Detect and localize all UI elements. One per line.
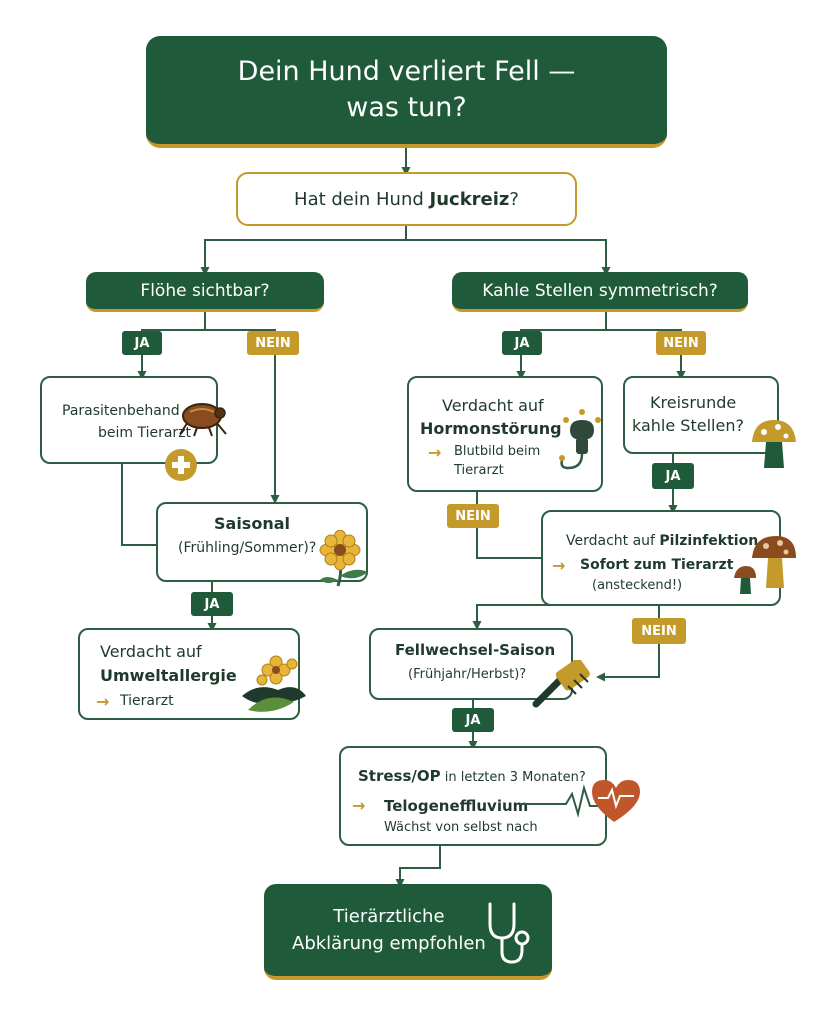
- mushroom-cluster-icon: [734, 536, 796, 594]
- hormone-action-line2: Tierarzt: [454, 463, 504, 478]
- fungal-title: Verdacht auf Pilzinfektion: [566, 533, 758, 550]
- final-line2: Abklärung empfohlen: [292, 933, 486, 954]
- start-question-box: Hat dein Hund Juckreiz ?: [236, 172, 577, 226]
- fleas-question: Flöhe sichtbar?: [86, 272, 324, 312]
- stethoscope-icon: [488, 902, 530, 964]
- shedding-title: Fellwechsel-Saison: [395, 641, 556, 659]
- fungal-note: (ansteckend!): [592, 578, 683, 593]
- hormone-action-arrow: →: [428, 443, 442, 462]
- circular-line2: kahle Stellen?: [632, 416, 744, 435]
- shedding-season-box: [369, 628, 573, 700]
- stress-note: Wächst von selbst nach: [384, 820, 538, 835]
- fungal-action: Sofort zum Tierarzt: [580, 557, 734, 573]
- hormone-line1: Verdacht auf: [442, 396, 544, 415]
- fungal-keyword: Pilzinfektion: [659, 533, 759, 549]
- yes-tag-circular: JA: [652, 463, 694, 489]
- title-line2: was tun?: [346, 92, 467, 123]
- symmetric-patches-question: Kahle Stellen symmetrisch?: [452, 272, 748, 312]
- allergy-flower-icon: [242, 655, 306, 712]
- stress-diagnosis: Telogeneffluvium: [384, 797, 529, 815]
- title-banner: Dein Hund verliert Fell — was tun?: [146, 36, 667, 148]
- start-question-suffix: ?: [509, 188, 519, 210]
- seasonal-subtitle: (Frühling/Sommer)?: [178, 540, 317, 556]
- stress-diagnosis-arrow: →: [352, 796, 366, 815]
- mushroom-icon: [752, 420, 796, 468]
- no-tag-hormone: NEIN: [447, 504, 499, 528]
- flower-icon: [319, 530, 368, 587]
- hormone-box: [407, 376, 603, 492]
- final-line1: Tierärztliche: [333, 906, 445, 927]
- title-line1: Dein Hund verliert Fell —: [237, 55, 576, 87]
- thyroid-icon: [559, 409, 601, 470]
- seasonal-title: Saisonal: [214, 514, 290, 533]
- stress-keyword: Stress/OP: [358, 767, 441, 785]
- fungal-prefix: Verdacht auf: [566, 533, 660, 549]
- yes-tag-seasonal: JA: [191, 592, 233, 616]
- start-question-keyword: Juckreiz: [429, 188, 510, 210]
- yes-tag-shedding: JA: [452, 708, 494, 732]
- no-tag-fleas: NEIN: [247, 331, 299, 355]
- no-tag-fungal: NEIN: [632, 618, 686, 644]
- flea-icon: [179, 403, 227, 437]
- fungal-action-arrow: →: [552, 556, 566, 575]
- circular-line1: Kreisrunde: [650, 393, 737, 412]
- allergy-line2: Umweltallergie: [100, 666, 237, 685]
- allergy-action-arrow: →: [96, 692, 110, 711]
- final-recommendation-box: Tierärztliche Abklärung empfohlen: [264, 884, 552, 980]
- hormone-action-line1: Blutbild beim: [454, 444, 541, 459]
- shedding-subtitle: (Frühjahr/Herbst)?: [408, 667, 527, 682]
- first-aid-icon: [165, 449, 197, 481]
- no-tag-symmetric: NEIN: [656, 331, 706, 355]
- parasite-line2: beim Tierarzt: [98, 425, 192, 441]
- parasite-line1: Parasitenbehand: [62, 403, 180, 419]
- hormone-line2: Hormonstörung: [420, 419, 562, 438]
- allergy-action: Tierarzt: [120, 693, 174, 709]
- allergy-line1: Verdacht auf: [100, 642, 202, 661]
- heart-pulse-icon: [520, 780, 640, 822]
- stress-rest: in letzten 3 Monaten?: [440, 770, 586, 785]
- stress-question: Stress/OP in letzten 3 Monaten?: [358, 766, 586, 786]
- brush-icon: [532, 660, 590, 708]
- yes-tag-fleas: JA: [122, 331, 162, 355]
- stress-box: [339, 746, 607, 846]
- yes-tag-symmetric: JA: [502, 331, 542, 355]
- start-question-prefix: Hat dein Hund: [294, 188, 430, 210]
